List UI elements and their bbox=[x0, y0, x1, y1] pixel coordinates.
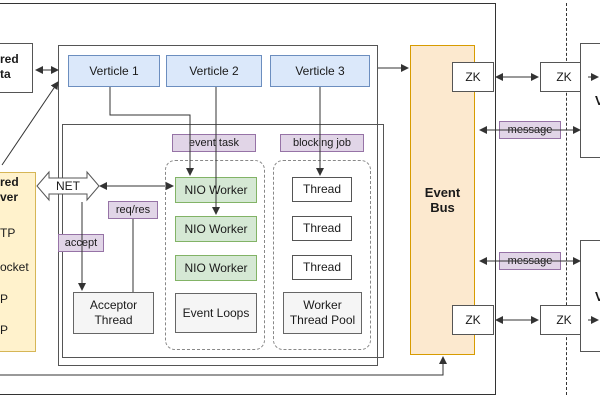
remote-instance-bottom-label: V bbox=[595, 288, 600, 304]
shared-server-line-1: red bbox=[0, 175, 19, 189]
zk-node-bottom-left: ZK bbox=[452, 305, 494, 335]
shared-server-protocol-1: TP bbox=[0, 226, 16, 240]
verticles-container bbox=[58, 45, 378, 366]
arrow-verticle1-to-nio bbox=[109, 87, 194, 176]
shared-server-protocol-3: P bbox=[0, 292, 9, 306]
event-task-label: event task bbox=[172, 134, 256, 152]
vertx-instance-frame bbox=[0, 3, 496, 395]
event-loops: Event Loops bbox=[175, 293, 257, 333]
nio-worker-3: NIO Worker bbox=[175, 255, 257, 281]
accept-label: accept bbox=[58, 234, 104, 252]
shared-data-line-1: red bbox=[0, 52, 19, 66]
shared-server-title: red ver bbox=[0, 175, 34, 207]
event-bus: Event Bus bbox=[410, 45, 475, 355]
verticle-2: Verticle 2 bbox=[166, 55, 262, 87]
shared-data-line-2: ta bbox=[0, 67, 11, 81]
thread-3: Thread bbox=[292, 255, 352, 280]
worker-thread-pool: Worker Thread Pool bbox=[283, 292, 362, 334]
shared-data-box bbox=[0, 43, 33, 93]
remote-instance-top: V bbox=[580, 43, 600, 158]
thread-1: Thread bbox=[292, 177, 352, 202]
remote-instance-top-label: V bbox=[595, 93, 600, 108]
net-label: NET bbox=[56, 178, 80, 193]
shared-data-label: red ta bbox=[0, 52, 32, 84]
thread-2: Thread bbox=[292, 216, 352, 241]
shared-server-protocol-2: ocket bbox=[0, 260, 29, 274]
req-res-label: req/res bbox=[108, 201, 158, 219]
zk-node-top-left: ZK bbox=[452, 62, 494, 92]
shared-server-line-2: ver bbox=[0, 190, 19, 204]
nio-worker-2: NIO Worker bbox=[175, 216, 257, 242]
arrow-server-to-verticles bbox=[1, 81, 59, 166]
shared-server-protocol-4: P bbox=[0, 323, 9, 337]
blocking-job-label: blocking job bbox=[280, 134, 364, 152]
nio-worker-group bbox=[165, 160, 265, 350]
remote-cluster-frame bbox=[566, 3, 600, 395]
remote-instance-bottom: V bbox=[580, 240, 600, 352]
acceptor-thread: Acceptor Thread bbox=[73, 292, 154, 334]
shared-server-box bbox=[0, 172, 36, 352]
verticle-3: Verticle 3 bbox=[270, 55, 370, 87]
thread-pool-group bbox=[273, 160, 371, 350]
arrow-bottom-to-event-bus bbox=[0, 356, 447, 376]
verticle-1: Verticle 1 bbox=[68, 55, 160, 87]
